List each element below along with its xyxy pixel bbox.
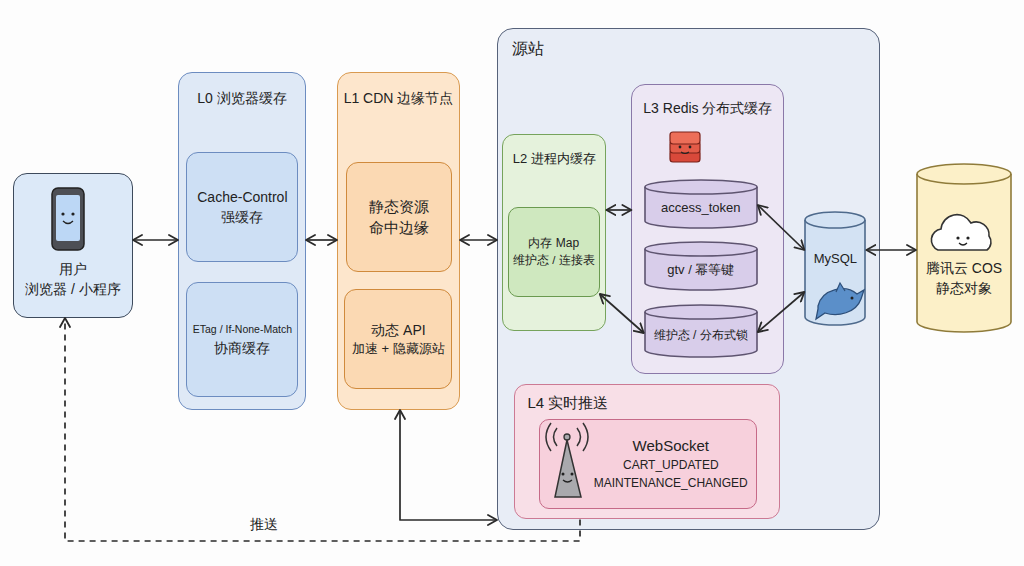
node-heading: L0 浏览器缓存 xyxy=(197,89,286,107)
node-heading: Cache-Control xyxy=(197,188,287,206)
node-text: CART_UPDATED xyxy=(623,458,719,474)
connector-arrow xyxy=(306,239,337,241)
layer-band: Cache-Control 强缓存 ETag / If-None-Match 协商缓存… xyxy=(178,72,306,410)
node-text: 加速 + 隐藏源站 xyxy=(352,341,445,358)
redis-cylinder: access_token xyxy=(644,179,758,229)
node-text: 维护态 / 连接表 xyxy=(513,253,595,268)
node-text: 静态对象 xyxy=(936,279,992,297)
node-heading: 静态资源 xyxy=(369,197,429,217)
node-heading: L3 Redis 分布式缓存 xyxy=(643,99,772,117)
database-cylinder: MySQL xyxy=(804,211,866,326)
connector-arrow xyxy=(460,239,497,241)
cylinder-shape xyxy=(804,211,866,326)
websocket-box: WebSocketCART_UPDATED MAINTENANCE_CHANGED xyxy=(539,419,757,509)
cache-box: Cache-Control 强缓存 xyxy=(186,152,298,262)
cylinder-body xyxy=(805,212,865,325)
edge-label: 推送 xyxy=(250,516,278,534)
cylinder-rim xyxy=(805,220,865,228)
redis-cylinder: gtv / 幂等键 xyxy=(644,241,758,291)
node-heading: 内存 Map xyxy=(528,236,579,252)
node-heading: 源站 xyxy=(512,39,544,60)
cylinder-body xyxy=(645,242,757,290)
cylinder-rim xyxy=(917,174,1011,184)
node-heading: L4 实时推送 xyxy=(527,393,608,413)
cylinder-body xyxy=(917,164,1011,332)
node-heading: gtv / 幂等键 xyxy=(667,262,734,279)
node-heading: 用户 xyxy=(59,260,87,278)
memory-box: 内存 Map维护态 / 连接表 xyxy=(508,207,600,297)
cylinder-rim xyxy=(645,187,757,194)
redis-cylinder: 维护态 / 分布式锁 xyxy=(644,304,758,358)
origin-band: 内存 Map维护态 / 连接表 L2 进程内缓存 access_tokengtv /… xyxy=(497,28,880,530)
node-heading: WebSocket xyxy=(633,436,709,456)
layer-band: access_tokengtv / 幂等键维护态 / 分布式锁 L3 Redis … xyxy=(631,84,784,374)
cylinder-shape xyxy=(916,163,1012,333)
cache-box: ETag / If-None-Match 协商缓存 xyxy=(186,282,298,397)
user-box: 用户浏览器 / 小程序 xyxy=(13,173,133,318)
layer-band: 静态资源命中边缘动态 API 加速 + 隐藏源站 L1 CDN 边缘节点 xyxy=(337,72,460,410)
node-heading: MySQL xyxy=(814,251,857,268)
node-text: 浏览器 / 小程序 xyxy=(25,280,121,298)
node-heading: 腾讯云 COS xyxy=(926,259,1002,277)
layer-band: 内存 Map维护态 / 连接表 L2 进程内缓存 xyxy=(502,134,606,331)
node-heading: L1 CDN 边缘节点 xyxy=(344,89,454,107)
node-text: MAINTENANCE_CHANGED xyxy=(594,476,748,492)
connector-arrow xyxy=(133,239,178,241)
node-heading: L2 进程内缓存 xyxy=(513,151,596,168)
cdn-box: 动态 API 加速 + 隐藏源站 xyxy=(344,289,452,389)
connector-arrow xyxy=(400,410,497,520)
storage-cylinder: 腾讯云 COS 静态对象 xyxy=(916,163,1012,333)
cylinder-body xyxy=(645,305,757,357)
node-text: 强缓存 xyxy=(221,208,263,226)
cylinder-rim xyxy=(645,249,757,256)
cdn-box: 静态资源命中边缘 xyxy=(346,162,452,272)
node-heading: access_token xyxy=(661,200,741,217)
cylinder-body xyxy=(645,180,757,228)
node-heading: 维护态 / 分布式锁 xyxy=(654,328,748,344)
node-text: 命中边缘 xyxy=(369,218,429,238)
node-text: 协商缓存 xyxy=(214,339,270,357)
node-heading: ETag / If-None-Match xyxy=(193,323,292,337)
layer-band: WebSocketCART_UPDATED MAINTENANCE_CHANGED… xyxy=(514,384,780,519)
cylinder-rim xyxy=(645,312,757,319)
node-heading: 动态 API xyxy=(371,321,425,339)
